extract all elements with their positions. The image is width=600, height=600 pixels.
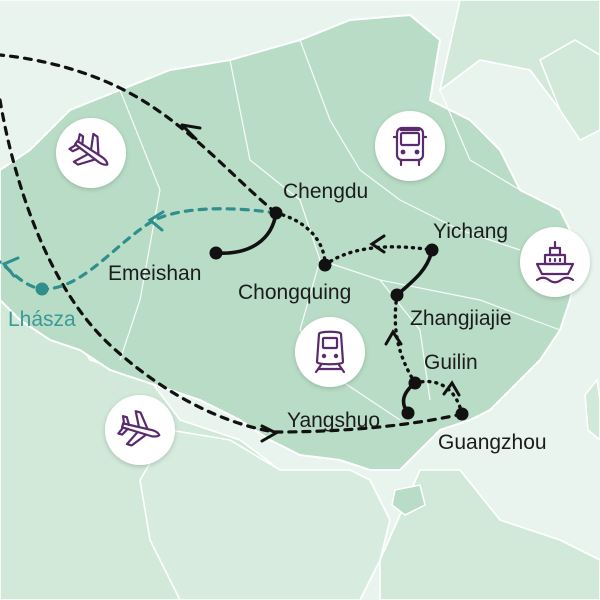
- label-zhangjiajie: Zhangjiajie: [410, 307, 512, 330]
- label-chongquing: Chongquing: [238, 281, 351, 304]
- land-hainan: [391, 484, 426, 516]
- route-chengdu-chongquing: [274, 211, 327, 267]
- airplane-icon: [105, 395, 175, 465]
- dot-chengdu[interactable]: [269, 206, 283, 220]
- route-chongquing-yichang: [323, 245, 434, 267]
- land-taiwan: [584, 378, 600, 441]
- route-lhasa: [0, 207, 278, 291]
- label-lhasza: Lhásza: [8, 308, 76, 331]
- ship-icon: [520, 227, 590, 297]
- route-zhangjiajie-guilin: [393, 293, 417, 385]
- train-icon: [295, 317, 365, 387]
- label-emeishan: Emeishan: [108, 262, 201, 285]
- dot-zhangjiajie[interactable]: [390, 288, 404, 302]
- label-yichang: Yichang: [433, 220, 508, 243]
- airplane-icon: [56, 118, 126, 188]
- route-chengdu-emeishan: [214, 211, 278, 255]
- dot-emeishan[interactable]: [209, 246, 223, 260]
- label-chengdu: Chengdu: [283, 180, 368, 203]
- arrow-teal-2: [1, 256, 20, 278]
- land-southeast-asia: [139, 429, 391, 600]
- route-flight-guangzhou-end: [273, 412, 464, 434]
- label-guangzhou: Guangzhou: [438, 431, 547, 454]
- arrow-zhangjiajie-guilin: [384, 329, 403, 346]
- route-flight-west-guangzhou: [0, 98, 277, 434]
- route-flights: [0, 53, 464, 434]
- city-dots: [209, 206, 469, 421]
- label-yangshuo: Yangshuo: [287, 409, 380, 432]
- arrow-yichang-chongquing: [369, 234, 386, 254]
- dot-yangshuo[interactable]: [401, 406, 415, 420]
- land-korea: [539, 39, 600, 141]
- arrow-teal-1: [147, 210, 165, 232]
- dot-chongquing[interactable]: [318, 258, 332, 272]
- dot-guilin[interactable]: [408, 376, 422, 390]
- bus-icon: [375, 111, 445, 181]
- arrow-to-guangzhou: [260, 424, 280, 443]
- label-guilin: Guilin: [424, 351, 478, 374]
- dot-yichang[interactable]: [425, 243, 439, 257]
- arrow-guilin-guangzhou: [442, 380, 461, 397]
- dot-guangzhou[interactable]: [455, 407, 469, 421]
- dot-lhasza[interactable]: [35, 282, 49, 296]
- arrow-chengdu-west: [180, 123, 202, 141]
